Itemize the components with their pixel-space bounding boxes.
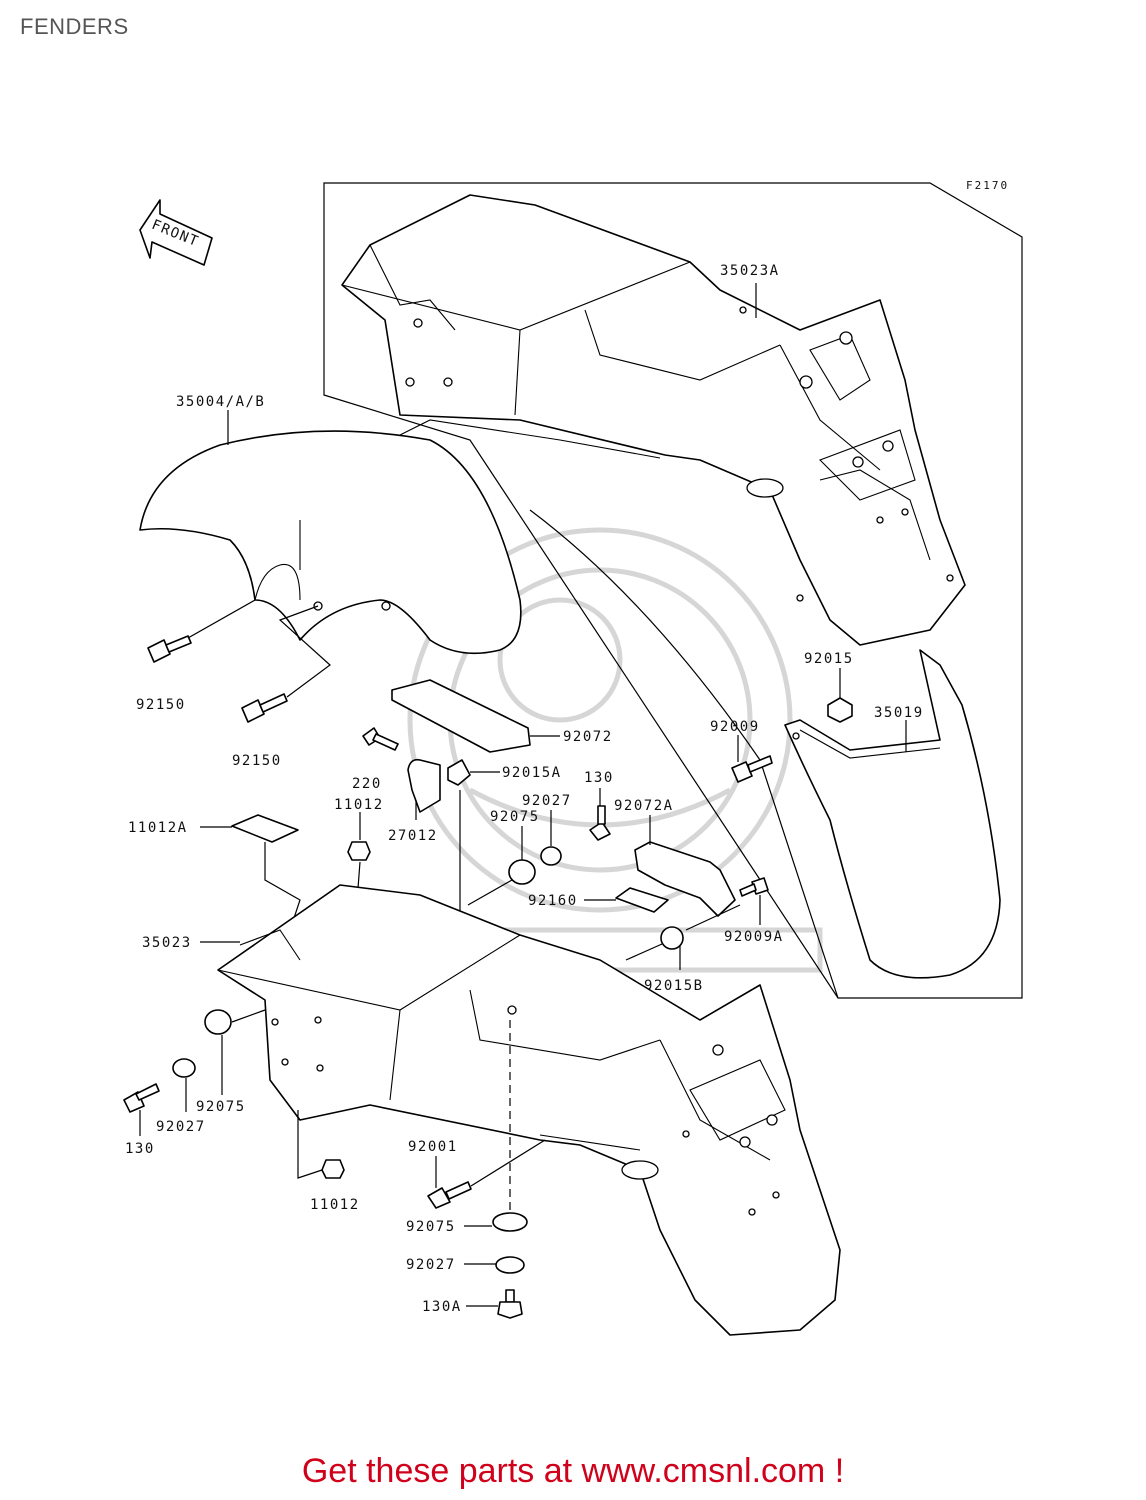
footer-promo[interactable]: Get these parts at www.cmsnl.com !	[301, 1452, 845, 1490]
grommet-92075-c	[492, 1212, 528, 1232]
screw-220	[362, 727, 399, 751]
grommet-92075-b	[204, 1009, 232, 1035]
label-11012A: 11012A	[128, 820, 188, 836]
label-92015: 92015	[804, 651, 854, 667]
label-92075-b: 92075	[196, 1099, 246, 1115]
grommet-11012-b	[321, 1159, 345, 1179]
bolt-92150-a	[147, 635, 192, 663]
label-92075-c: 92075	[406, 1219, 456, 1235]
label-130-b: 130	[125, 1141, 155, 1157]
inset-frame	[323, 182, 1023, 999]
label-92075: 92075	[490, 809, 540, 825]
bolt-130-b	[123, 1083, 160, 1113]
clip-27012	[407, 758, 441, 813]
label-92009: 92009	[710, 719, 760, 735]
strap-92072	[391, 679, 531, 753]
leader-92001	[435, 1139, 546, 1188]
grommet-11012	[347, 841, 371, 861]
label-92015A: 92015A	[502, 765, 562, 781]
figure-code: F2170	[966, 179, 1009, 192]
label-27012: 27012	[388, 828, 438, 844]
bolt-92150-b	[241, 693, 288, 723]
rear-fender-lower	[217, 884, 841, 1336]
grommet-92075	[508, 859, 536, 885]
label-92160: 92160	[528, 893, 578, 909]
label-92027-b: 92027	[156, 1119, 206, 1135]
label-92001: 92001	[408, 1139, 458, 1155]
pad-92160	[615, 887, 669, 913]
label-35023A: 35023A	[720, 263, 780, 279]
label-92072A: 92072A	[614, 798, 674, 814]
label-35023: 35023	[142, 935, 192, 951]
label-92027: 92027	[522, 793, 572, 809]
label-35019: 35019	[874, 705, 924, 721]
page-title: FENDERS	[20, 14, 129, 39]
rear-fender-upper	[341, 194, 966, 646]
leader-fender-inset	[529, 509, 839, 999]
plate-11012A	[231, 814, 299, 843]
bracket-92072A	[634, 841, 736, 917]
bolt-92009A	[739, 877, 769, 897]
label-130A: 130A	[422, 1299, 462, 1315]
bolt-130A	[497, 1289, 523, 1319]
label-220: 220	[352, 776, 382, 792]
label-92150-b: 92150	[232, 753, 282, 769]
leader-92015B	[625, 904, 741, 970]
label-92150-a: 92150	[136, 697, 186, 713]
label-35004: 35004/A/B	[176, 394, 265, 410]
parts-diagram: F2170 FRONT 35023A 35004/A/B	[123, 179, 1023, 1336]
leader-11012A	[200, 826, 301, 931]
label-11012-b: 11012	[310, 1197, 360, 1213]
leader-92075-b	[221, 1009, 266, 1095]
collar-92027	[540, 846, 562, 866]
bolt-130	[589, 805, 611, 841]
nut-92015A	[447, 759, 471, 786]
leader-92075	[467, 826, 523, 906]
collar-92027-c	[495, 1256, 525, 1274]
leader-92150-a	[187, 599, 256, 639]
label-92027-c: 92027	[406, 1257, 456, 1273]
label-11012: 11012	[334, 797, 384, 813]
leader-92150-b	[278, 605, 331, 698]
front-arrow-icon: FRONT	[139, 199, 213, 266]
label-130: 130	[584, 770, 614, 786]
bolt-92009	[731, 755, 773, 783]
leader-11012-b	[297, 1110, 323, 1179]
flap-35019	[784, 649, 1001, 979]
label-92009A: 92009A	[724, 929, 784, 945]
nut-92015	[827, 697, 853, 723]
front-fender	[139, 430, 522, 655]
bolt-92001	[427, 1181, 472, 1209]
collar-92027-b	[172, 1058, 196, 1078]
label-92015B: 92015B	[644, 978, 704, 994]
label-92072: 92072	[563, 729, 613, 745]
collar-92015B	[660, 926, 684, 950]
